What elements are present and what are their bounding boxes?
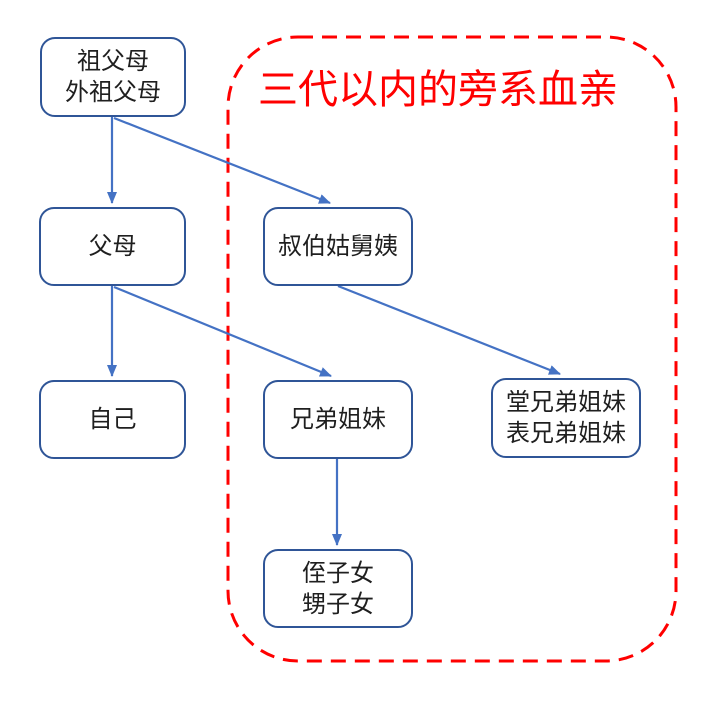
node-grandparents-line2: 外祖父母 [65,79,161,106]
node-uncles-aunts-label: 叔伯姑舅姨 [278,233,398,260]
node-self: 自己 [39,380,186,459]
node-nephews-nieces: 侄子女 甥子女 [263,549,413,628]
node-siblings-label: 兄弟姐妹 [290,406,386,433]
group-title: 三代以内的旁系血亲 [258,68,618,112]
node-nephews-nieces-line2: 甥子女 [302,590,374,618]
node-grandparents: 祖父母 外祖父母 [40,37,186,117]
node-parents-label: 父母 [88,233,137,260]
edge-uncles-cousins [337,284,561,376]
edge-parents-siblings [113,285,332,378]
node-nephews-nieces-line1: 侄子女 [302,559,374,587]
node-uncles-aunts: 叔伯姑舅姨 [263,207,413,286]
node-grandparents-line1: 祖父母 [77,48,149,75]
node-parents: 父母 [39,207,186,286]
node-cousins: 堂兄弟姐妹 表兄弟姐妹 [491,378,641,458]
node-cousins-line1: 堂兄弟姐妹 [506,389,626,416]
node-siblings: 兄弟姐妹 [263,380,413,459]
node-self-label: 自己 [88,406,137,433]
edge-grandparents-uncles [113,116,331,205]
node-cousins-line2: 表兄弟姐妹 [506,420,626,447]
